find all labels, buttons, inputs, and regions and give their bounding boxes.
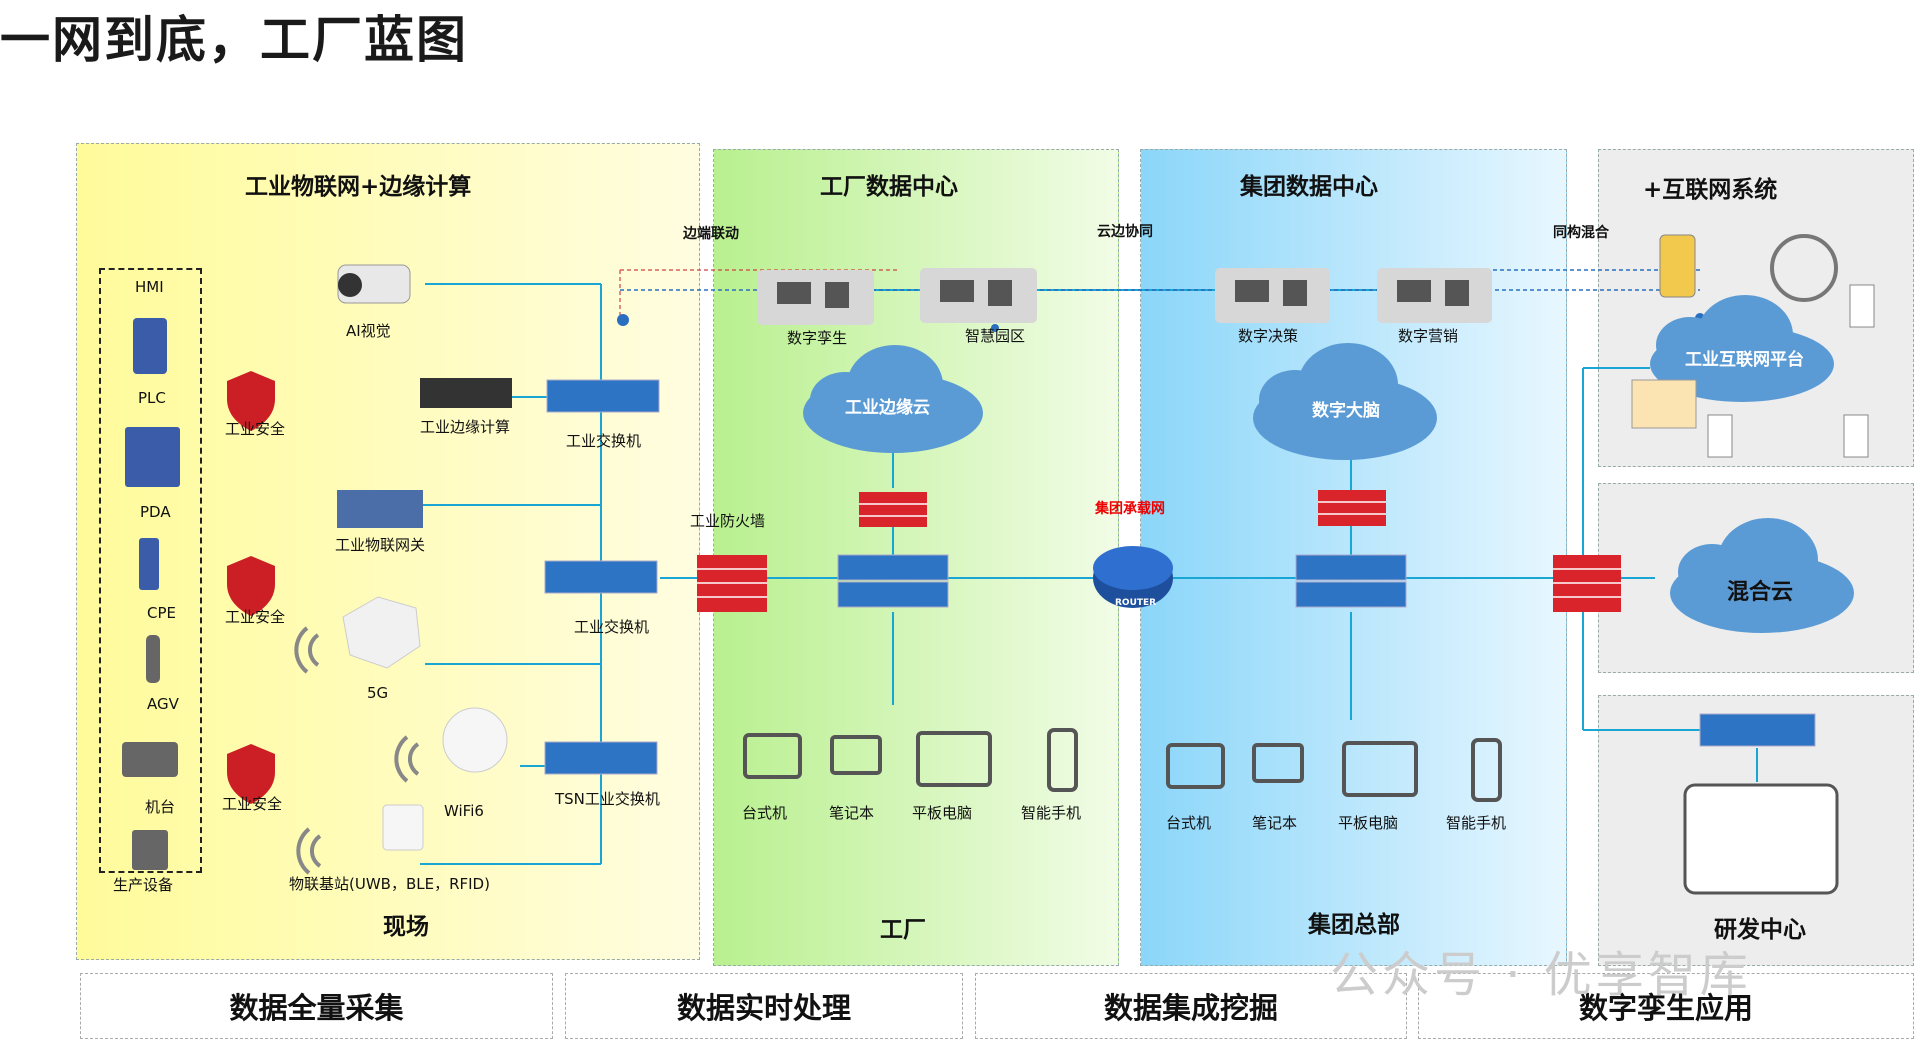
- edge-iot-base: 物联基站(UWB，BLE，RFID): [289, 875, 490, 893]
- terminal-phone-factory: 智能手机: [1021, 804, 1082, 822]
- terminal-phone-group: 智能手机: [1446, 814, 1507, 832]
- device-list-box: [99, 268, 202, 873]
- device-hmi: HMI: [135, 278, 164, 296]
- router-label: ROUTER: [1115, 598, 1157, 608]
- app-twin: 数字孪生: [787, 329, 848, 347]
- edge-5g: 5G: [367, 684, 389, 702]
- device-machine: 机台: [145, 798, 176, 816]
- terminal-laptop-factory: 笔记本: [829, 804, 875, 822]
- cloud-hybrid: 混合云: [1727, 580, 1794, 605]
- zone-factory-footer: 工厂: [880, 917, 926, 943]
- cloud-internet-platform: 工业互联网平台: [1685, 350, 1804, 370]
- switch-label-2: 工业交换机: [574, 618, 650, 636]
- zone-group-footer: 集团总部: [1308, 912, 1400, 938]
- firewall-label: 工业防火墙: [690, 512, 766, 530]
- link-cloud-edge: 云边协同: [1097, 224, 1153, 240]
- security-label-3: 工业安全: [222, 795, 283, 813]
- bottom-integration-mining: 数据集成挖掘: [975, 973, 1407, 1039]
- bottom-digital-twin: 数字孪生应用: [1418, 973, 1914, 1039]
- edge-wifi6: WiFi6: [444, 802, 484, 820]
- app-park: 智慧园区: [965, 327, 1026, 345]
- terminal-tablet-group: 平板电脑: [1338, 814, 1399, 832]
- terminal-laptop-group: 笔记本: [1252, 814, 1298, 832]
- security-label-1: 工业安全: [225, 420, 286, 438]
- terminal-desktop-factory: 台式机: [742, 804, 788, 822]
- device-production: 生产设备: [113, 876, 174, 894]
- security-label-2: 工业安全: [225, 608, 286, 626]
- watermark: 公众号 · 优享智库: [1330, 947, 1752, 1003]
- cloud-edge: 工业边缘云: [845, 398, 930, 418]
- zone-group-header: 集团数据中心: [1240, 174, 1378, 200]
- terminal-desktop-group: 台式机: [1166, 814, 1212, 832]
- edge-ai-vision: AI视觉: [346, 322, 391, 340]
- edge-compute: 工业边缘计算: [420, 418, 511, 436]
- device-agv: AGV: [147, 695, 179, 713]
- zone-field-header: 工业物联网+边缘计算: [245, 174, 472, 200]
- bottom-realtime-processing: 数据实时处理: [565, 973, 963, 1039]
- device-plc: PLC: [138, 389, 166, 407]
- cloud-brain: 数字大脑: [1312, 401, 1380, 421]
- device-pda: PDA: [140, 503, 171, 521]
- link-edge-collab: 边端联动: [683, 226, 739, 242]
- app-marketing: 数字营销: [1398, 327, 1459, 345]
- device-cpe: CPE: [147, 604, 176, 622]
- zone-rnd-footer: 研发中心: [1714, 917, 1806, 943]
- app-decision: 数字决策: [1238, 327, 1299, 345]
- zone-internet-header: +互联网系统: [1643, 177, 1778, 203]
- page-title: 一网到底，工厂蓝图: [0, 11, 468, 69]
- switch-label-1: 工业交换机: [566, 432, 642, 450]
- zone-field-footer: 现场: [383, 914, 429, 940]
- group-network-label: 集团承载网: [1095, 501, 1165, 517]
- bottom-data-collection: 数据全量采集: [80, 973, 553, 1039]
- switch-label-3: TSN工业交换机: [555, 790, 660, 808]
- zone-factory-header: 工厂数据中心: [820, 174, 958, 200]
- edge-iot-gateway: 工业物联网关: [335, 536, 426, 554]
- link-homo-mix: 同构混合: [1553, 225, 1609, 241]
- terminal-tablet-factory: 平板电脑: [912, 804, 973, 822]
